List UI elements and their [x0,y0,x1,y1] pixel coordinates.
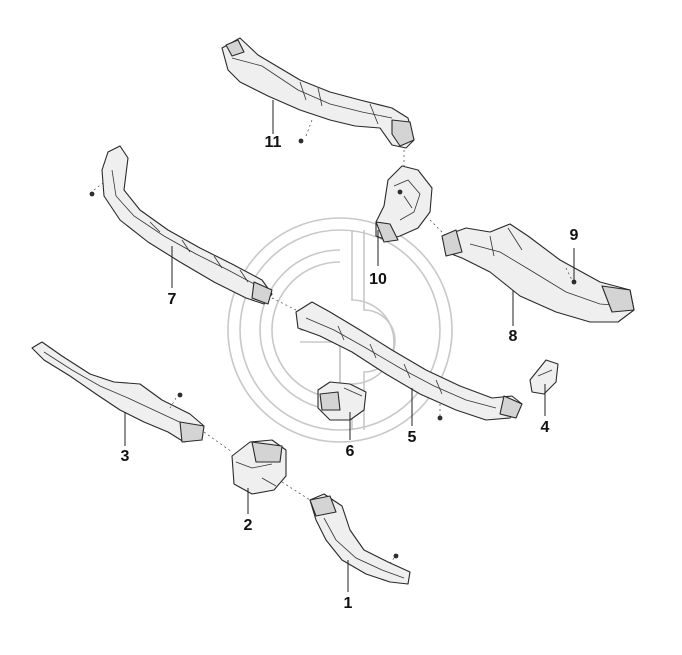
callout-1: 1 [343,595,353,612]
callout-5: 5 [407,429,417,446]
part-6-vent [317,381,367,421]
part-7-left-rail [89,145,297,311]
part-11-upper-duct [221,37,415,149]
callout-11: 11 [264,134,282,151]
callout-6: 6 [345,443,355,460]
part-10-center-housing [375,150,447,243]
part-3-lower-left-duct [31,341,233,453]
part-2-junction-box [231,439,311,501]
part-4-end-clip [529,359,559,395]
callout-8: 8 [508,328,518,345]
part-1-lower-right-duct [309,493,411,585]
callout-10: 10 [369,271,387,288]
leader-lines [124,100,575,592]
callout-9: 9 [569,227,579,244]
callout-7: 7 [167,291,177,308]
part-5-right-rail [295,301,523,421]
callout-4: 4 [540,419,550,436]
part-8-right-duct [441,223,635,323]
callout-2: 2 [243,517,253,534]
callout-3: 3 [120,448,130,465]
